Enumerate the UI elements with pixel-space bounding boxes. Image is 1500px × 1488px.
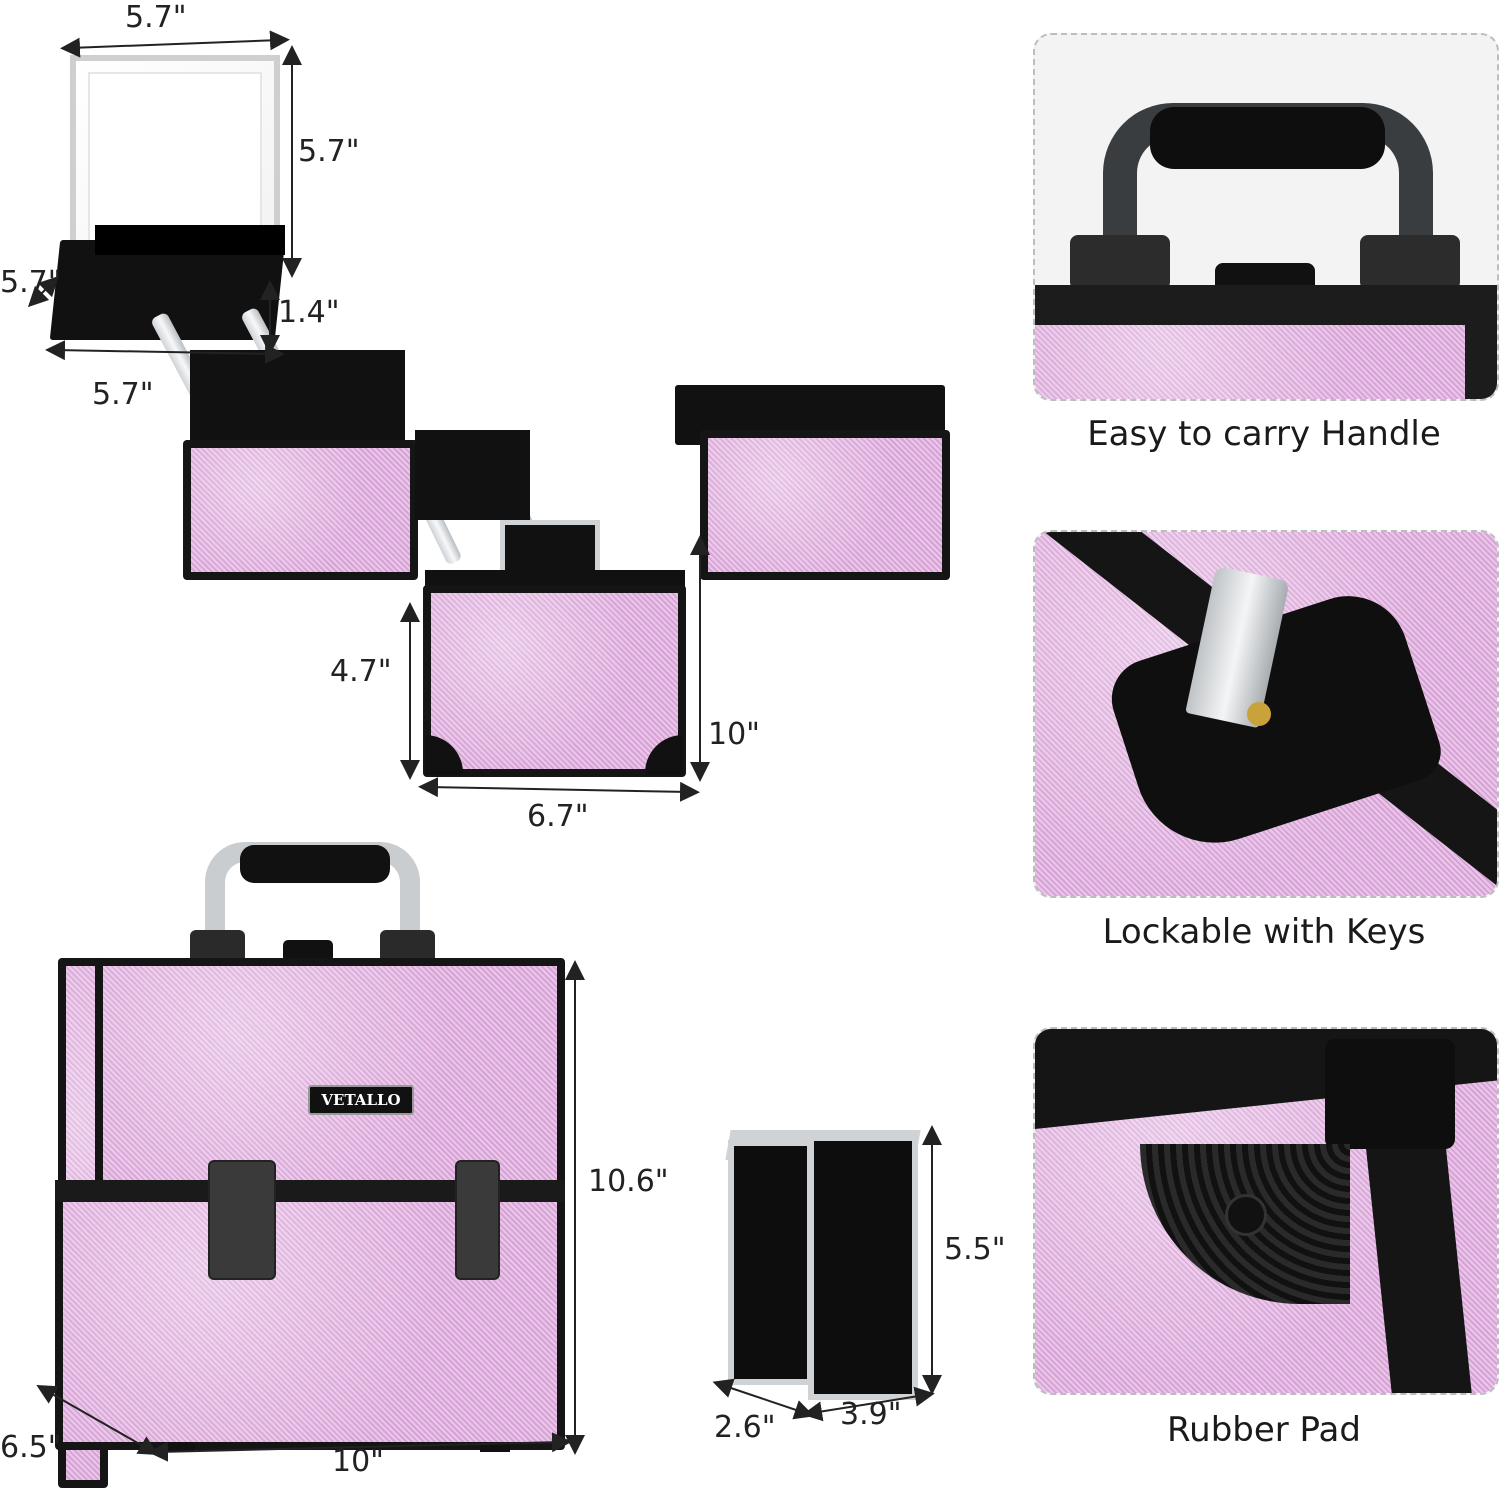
open-case-illustration: 5.7" 5.7" 5.7" 1.4" 5.7" 4.7" 10" 6.7" — [0, 0, 1000, 834]
closed-case-illustration: VETALLO 10.6" 6.5" 10" — [0, 830, 700, 1488]
case-top-rail — [1035, 285, 1497, 325]
caption-rubber-pad: Rubber Pad — [1167, 1410, 1361, 1450]
case-pink-surface — [1035, 325, 1465, 399]
dim-case-height: 10.6" — [588, 1164, 669, 1199]
handle-grip — [1150, 107, 1385, 169]
caption-lock: Lockable with Keys — [1102, 912, 1426, 952]
case-mid-rail — [55, 1180, 565, 1202]
dim-top-tray-width: 5.7" — [92, 377, 154, 412]
case-side-rail — [1465, 310, 1497, 399]
dim-case-depth: 6.5" — [0, 1430, 62, 1465]
dim-mirror-height: 5.7" — [298, 134, 360, 169]
feature-panel-lock — [1033, 530, 1499, 898]
dim-total-height-open: 10" — [708, 717, 760, 752]
middle-tray-left — [190, 350, 405, 450]
caption-handle: Easy to carry Handle — [1087, 414, 1441, 454]
top-tray-rim — [95, 225, 285, 255]
dimension-lines-open — [27, 30, 710, 802]
handle-mount-right — [1360, 235, 1460, 290]
latch-left[interactable] — [208, 1160, 276, 1280]
handle-mount-left — [1070, 235, 1170, 290]
latch-right[interactable] — [455, 1160, 500, 1280]
tray-section-right — [700, 430, 950, 580]
dim-bottom-height: 4.7" — [330, 654, 392, 689]
middle-tray-right — [415, 430, 530, 520]
dim-mirror-width: 5.7" — [125, 0, 187, 35]
corner-cap — [1325, 1039, 1455, 1149]
dim-holder-width: 3.9" — [840, 1397, 902, 1432]
dimension-lines-holder — [712, 1125, 942, 1422]
dim-holder-height: 5.5" — [944, 1232, 1006, 1267]
dim-case-width: 10" — [332, 1444, 384, 1479]
keyhole — [1247, 702, 1271, 726]
brand-badge: VETALLO — [308, 1085, 414, 1115]
top-lock — [283, 940, 333, 962]
handle-grip — [240, 845, 390, 883]
dim-bottom-width: 6.7" — [527, 799, 589, 834]
case-front-upper — [95, 958, 565, 1196]
tray-section-left — [183, 440, 418, 580]
dim-top-tray-height: 1.4" — [278, 295, 340, 330]
feature-panel-handle — [1033, 33, 1499, 401]
feature-panel-rubber-pad — [1033, 1027, 1499, 1395]
dim-holder-depth: 2.6" — [714, 1410, 776, 1445]
dimension-lines-closed — [36, 960, 585, 1462]
mirror-inner — [88, 72, 262, 252]
screw-icon — [1225, 1194, 1267, 1236]
brush-holder-illustration: 5.5" 2.6" 3.9" — [700, 1110, 1020, 1480]
dim-top-tray-depth: 5.7" — [0, 265, 62, 300]
open-case-base — [423, 585, 686, 777]
